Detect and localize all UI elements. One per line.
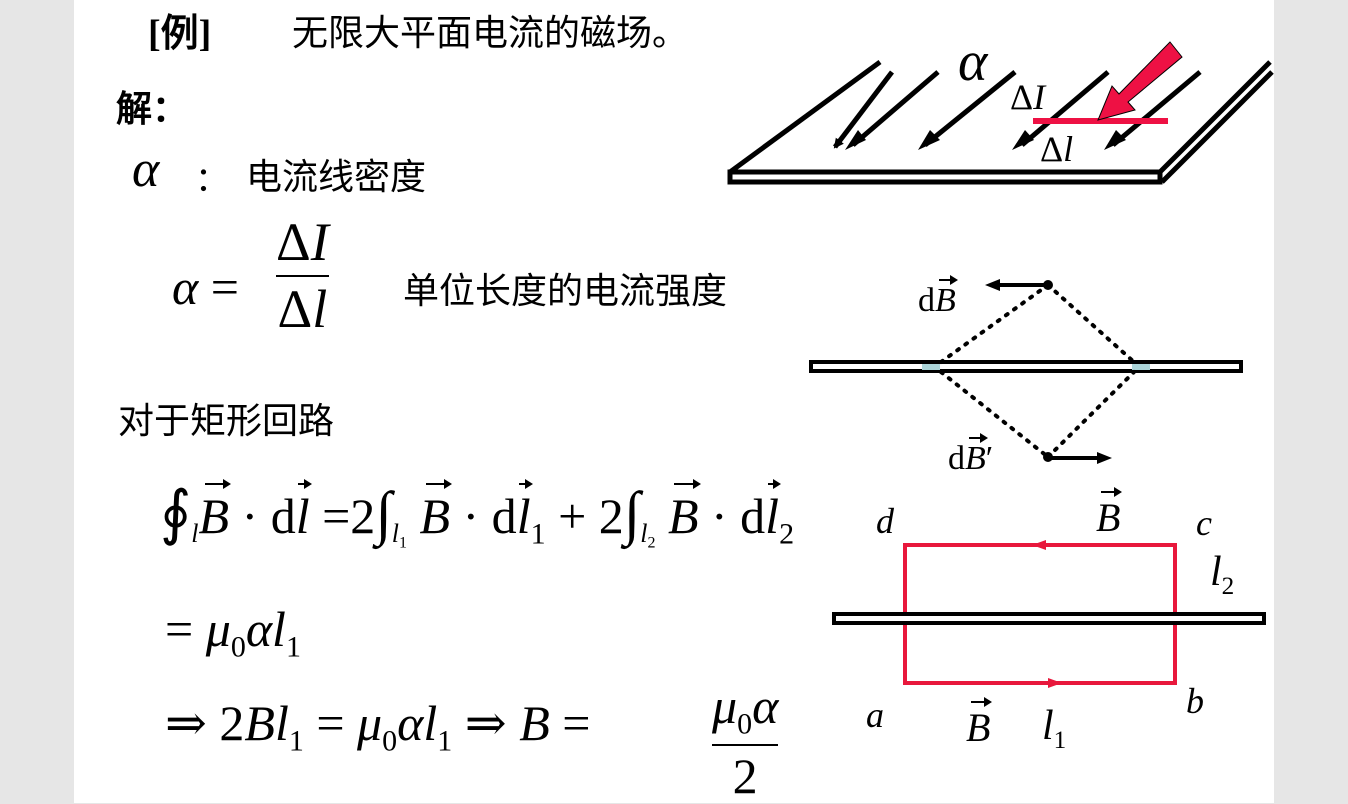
result-fraction: μ0α 2: [712, 678, 779, 804]
alpha-symbol: α: [132, 141, 160, 198]
dB-label: dB: [918, 275, 958, 319]
bottom-B-vector: B: [966, 696, 993, 750]
unit-description: 单位长度的电流强度: [403, 271, 728, 312]
solution-label: 解：: [116, 89, 189, 130]
l1-label: l1: [1042, 703, 1067, 754]
formula-alpha-fraction: ΔI Δl: [276, 214, 329, 337]
slide-page: [74, 0, 1274, 803]
corner-b-label: b: [1186, 681, 1204, 721]
alpha-colon: ：: [195, 160, 229, 200]
delta-l-label: Δl: [1040, 129, 1074, 169]
dB-prime-label: dB′: [948, 433, 994, 477]
equation-line-2: = μ0αl1: [165, 601, 301, 664]
equation-line-3: ⇒ 2Bl1 = μ0αl1 ⇒ B =: [165, 695, 591, 758]
corner-a-label: a: [866, 695, 884, 735]
fraction-numerator: ΔI: [276, 212, 329, 272]
corner-c-label: c: [1196, 503, 1212, 543]
rect-loop-label: 对于矩形回路: [118, 401, 335, 442]
l2-label: l2: [1210, 549, 1235, 600]
equation-line-1: ∮lB · dl =2∫l1 B · dl1 + 2∫l2 B · dl2: [160, 479, 795, 552]
corner-d-label: d: [876, 501, 894, 541]
top-B-vector: B: [1096, 486, 1123, 540]
delta-I-label: ΔI: [1010, 77, 1046, 117]
example-tag: [例]: [148, 13, 212, 55]
slide-title: 无限大平面电流的磁场。: [292, 13, 689, 54]
alpha-var: α: [172, 259, 199, 315]
alpha-definition: 电流线密度: [246, 157, 427, 198]
fraction-denominator: Δl: [277, 278, 328, 339]
formula-alpha-lhs: α =: [172, 259, 239, 315]
plane-alpha-label: α: [958, 31, 988, 93]
